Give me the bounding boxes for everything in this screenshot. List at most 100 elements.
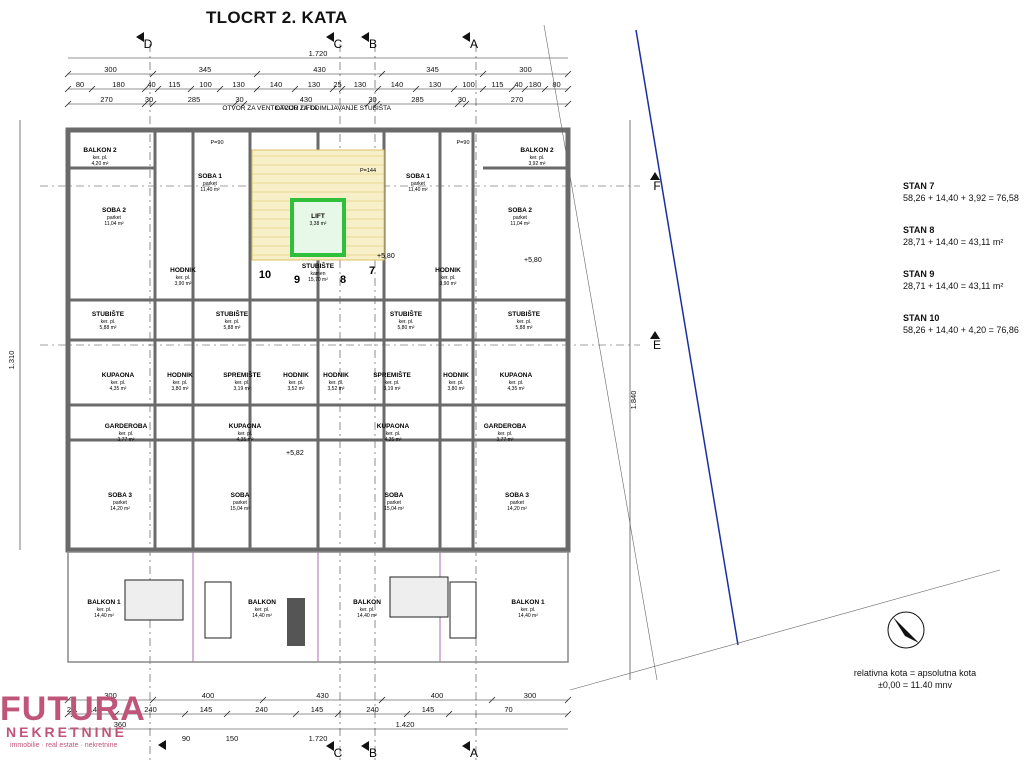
room-area: 5,88 m² [516, 325, 533, 331]
dim-top3-text: 30 [458, 95, 466, 104]
room-floor: ker. pl. [385, 380, 400, 386]
room-name: GARDEROBA [105, 423, 148, 430]
dim-top2-text: 130 [354, 80, 367, 89]
room-name: BALKON 1 [87, 599, 121, 606]
plan-title: TLOCRT 2. KATA [206, 8, 348, 27]
room-area: 15,04 m² [384, 506, 404, 512]
dim-bot1-tick [64, 696, 72, 704]
stan-block: STAN 8 28,71 + 14,40 = 43,11 m² [903, 224, 1003, 248]
room-area: 11,04 m² [510, 221, 530, 227]
dim-bot4-text: 90 [182, 734, 190, 743]
room-area: 15,04 m² [230, 506, 250, 512]
axis-marker [361, 32, 369, 42]
room-name: HODNIK [443, 372, 469, 379]
room-area: 3,52 m² [328, 386, 345, 392]
axis-marker [361, 741, 369, 751]
dim-bot1-text: 400 [202, 691, 215, 700]
room-area: 14,40 m² [518, 613, 538, 619]
axis-label: C [334, 746, 343, 760]
axis-marker [650, 172, 660, 180]
company-logo: FUTURA NEKRETNINE immobilie · real estat… [0, 690, 160, 768]
axis-marker [326, 32, 334, 42]
stan-calc: 28,71 + 14,40 = 43,11 m² [903, 237, 1004, 247]
room-name: BALKON 1 [511, 599, 545, 606]
dim-top1-tick [564, 70, 572, 78]
dim-bot1-tick [149, 696, 157, 704]
dim-top3-tick [231, 100, 239, 108]
dim-top3-text: 30 [368, 95, 376, 104]
room-name: KUPAONA [102, 372, 135, 379]
dim-top2-tick [564, 85, 572, 93]
stair-number: 10 [259, 269, 271, 281]
level-mark: +5,80 [377, 253, 395, 260]
room-name: SOBA 1 [406, 173, 430, 180]
dim-bot2-text: 145 [89, 705, 102, 714]
dim-total: 1.840 [629, 391, 638, 410]
room-name: HODNIK [283, 372, 309, 379]
axis-label: B [369, 746, 377, 760]
stan-calc: 58,26 + 14,40 + 3,92 = 76,58 [903, 193, 1019, 203]
dim-total: 1.310 [7, 351, 16, 370]
dining-table [124, 579, 184, 621]
lounge-sofa [204, 581, 232, 639]
room-name: HODNIK [435, 267, 461, 274]
room-floor: parket [510, 500, 525, 506]
room-area: 14,40 m² [252, 613, 272, 619]
dim-top3-text: 270 [511, 95, 524, 104]
room-name: LIFT [311, 213, 325, 220]
dim-top2-text: 80 [76, 80, 84, 89]
dim-top2-text: 140 [391, 80, 404, 89]
room-floor: parket [513, 215, 528, 221]
dim-top2-tick [450, 85, 458, 93]
smoke-note: OTVOR ZA ODIMLJAVANJE STUBIŠTA [275, 103, 392, 112]
dim-top3-text: 270 [100, 95, 113, 104]
dim-top2-text: 180 [112, 80, 125, 89]
room-area: 3,80 m² [172, 386, 189, 392]
room-floor: parket [203, 181, 218, 187]
room-floor: ker. pl. [441, 275, 456, 281]
dim-bot3-text: 360 [114, 720, 127, 729]
room-name: STUBIŠTE [508, 309, 541, 318]
room-area: 3,90 m² [175, 281, 192, 287]
dim-top1-text: 300 [104, 65, 117, 74]
room-floor: ker. pl. [119, 431, 134, 437]
dim-bot2-text: 240 [255, 705, 268, 714]
logo-word: FUTURA [0, 690, 146, 728]
room-name: BALKON 2 [520, 147, 554, 154]
dim-top1-text: 345 [426, 65, 439, 74]
stan-name: STAN 7 [903, 181, 935, 191]
room-area: 3,92 m² [529, 161, 546, 167]
dim-top2-text: 25 [333, 80, 341, 89]
axis-marker [462, 32, 470, 42]
dim-top1-text: 345 [199, 65, 212, 74]
dim-top2-tick [154, 85, 162, 93]
room-name: HODNIK [170, 267, 196, 274]
room-area: 4,35 m² [508, 386, 525, 392]
room-area: 5,88 m² [100, 325, 117, 331]
dim-bot4-text: 150 [226, 734, 239, 743]
dim-top2-text: 80 [552, 80, 560, 89]
dim-top3-tick [149, 100, 157, 108]
dim-top2-text: 100 [462, 80, 475, 89]
north-arrow-head [893, 617, 919, 643]
dim-top2-text: 40 [147, 80, 155, 89]
dim-bot1-tick [259, 696, 267, 704]
dim-top2-tick [374, 85, 382, 93]
room-name: SPREMIŠTE [223, 370, 261, 379]
room-name: HODNIK [167, 372, 193, 379]
room-name: SPREMIŠTE [373, 370, 411, 379]
dim-top3-tick [462, 100, 470, 108]
room-floor: ker. pl. [97, 607, 112, 613]
room-floor: ker. pl. [360, 607, 375, 613]
room-floor: ker. pl. [225, 319, 240, 325]
dim-top3-tick [564, 100, 572, 108]
stan-name: STAN 9 [903, 269, 935, 279]
dim-top2-text: 40 [514, 80, 522, 89]
room-floor: ker. pl. [498, 431, 513, 437]
room-area: 3,77 m² [497, 437, 514, 443]
room-floor: parket [107, 215, 122, 221]
